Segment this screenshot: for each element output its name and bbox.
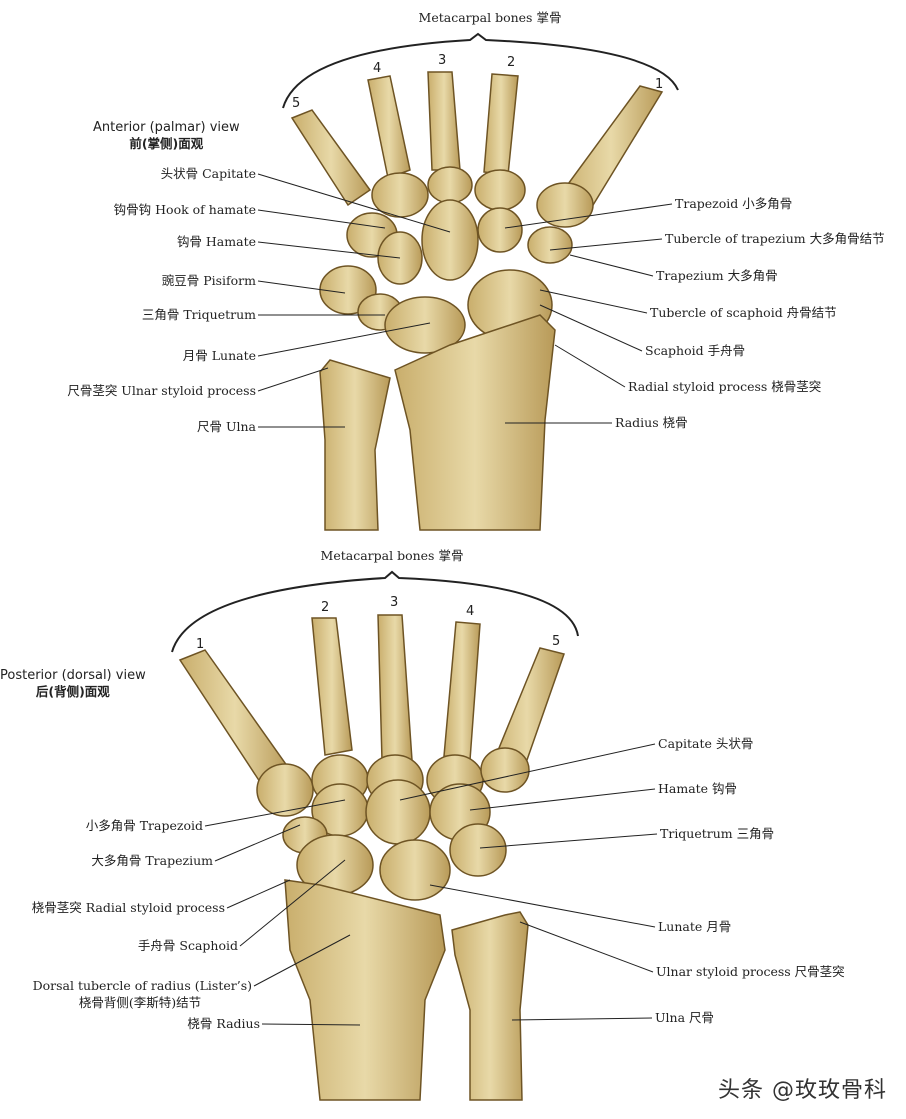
- label-capitate: Capitate 头状骨: [658, 736, 754, 751]
- label-hook-of-hamate: 钩骨钩 Hook of hamate: [113, 202, 256, 217]
- metacarpal-number: 4: [373, 61, 382, 76]
- metacarpal-number: 2: [321, 600, 330, 615]
- label-hamate: 钩骨 Hamate: [176, 234, 256, 249]
- label-radial-styloid: 桡骨茎突 Radial styloid process: [31, 900, 225, 915]
- posterior-metacarpal-title: Metacarpal bones 掌骨: [320, 548, 464, 563]
- posterior-ulna: [451, 911, 529, 1101]
- view-title-zh: 后(背侧)面观: [35, 684, 110, 699]
- label-ulna: Ulna 尺骨: [655, 1010, 715, 1025]
- anterior-metacarpals: [290, 71, 664, 211]
- anterior-carpals: [319, 166, 594, 354]
- label-dorsal-tubercle-zh: 桡骨背侧(李斯特)结节: [78, 995, 202, 1010]
- posterior-carpals: [256, 747, 530, 901]
- view-title-zh: 前(掌侧)面观: [129, 136, 204, 151]
- label-hamate: Hamate 钩骨: [658, 781, 738, 796]
- label-dorsal-tubercle: Dorsal tubercle of radius (Lister’s): [32, 978, 252, 993]
- posterior-view-title: Posterior (dorsal) view 后(背侧)面观: [0, 668, 146, 700]
- brackets: [171, 32, 679, 653]
- metacarpal-number: 3: [390, 595, 399, 610]
- label-triquetrum: 三角骨 Triquetrum: [141, 307, 256, 322]
- label-pisiform: 豌豆骨 Pisiform: [161, 273, 256, 288]
- label-tubercle-of-trapezium: Tubercle of trapezium 大多角骨结节: [665, 231, 885, 246]
- label-radius: Radius 桡骨: [615, 415, 688, 430]
- label-ulnar-styloid: Ulnar styloid process 尺骨茎突: [656, 964, 845, 979]
- label-scaphoid: 手舟骨 Scaphoid: [137, 938, 238, 953]
- metacarpal-number: 1: [196, 637, 205, 652]
- label-ulnar-styloid: 尺骨茎突 Ulnar styloid process: [67, 383, 256, 398]
- label-trapezium: 大多角骨 Trapezium: [91, 853, 213, 868]
- label-capitate: 头状骨 Capitate: [160, 166, 256, 181]
- label-trapezoid: Trapezoid 小多角骨: [675, 196, 793, 211]
- label-triquetrum: Triquetrum 三角骨: [660, 826, 775, 841]
- label-trapezium: Trapezium 大多角骨: [656, 268, 778, 283]
- label-scaphoid: Scaphoid 手舟骨: [645, 343, 746, 358]
- label-tubercle-of-scaphoid: Tubercle of scaphoid 舟骨结节: [650, 305, 837, 320]
- anterior-radius: [394, 314, 556, 531]
- posterior-metacarpals: [178, 614, 565, 786]
- metacarpal-number: 2: [507, 55, 516, 70]
- view-title-en: Posterior (dorsal) view: [0, 668, 146, 683]
- label-ulna: 尺骨 Ulna: [196, 419, 256, 434]
- metacarpal-number: 1: [655, 77, 664, 92]
- metacarpal-number: 5: [292, 96, 301, 111]
- label-lunate: 月骨 Lunate: [182, 348, 256, 363]
- metacarpal-number: 5: [552, 634, 561, 649]
- anterior-metacarpal-title: Metacarpal bones 掌骨: [418, 10, 562, 25]
- metacarpal-number: 3: [438, 53, 447, 68]
- label-lunate: Lunate 月骨: [658, 919, 732, 934]
- posterior-radius: [284, 879, 446, 1101]
- watermark: 头条 @玫玫骨科: [718, 1078, 887, 1103]
- label-trapezoid: 小多角骨 Trapezoid: [85, 818, 203, 833]
- label-radius: 桡骨 Radius: [187, 1016, 260, 1031]
- label-radial-styloid: Radial styloid process 桡骨茎突: [628, 379, 822, 394]
- leader-lines: [204, 173, 673, 1026]
- view-title-en: Anterior (palmar) view: [93, 120, 240, 135]
- anterior-view-title: Anterior (palmar) view 前(掌侧)面观: [93, 120, 240, 152]
- anterior-ulna: [319, 359, 391, 531]
- metacarpal-number: 4: [466, 604, 475, 619]
